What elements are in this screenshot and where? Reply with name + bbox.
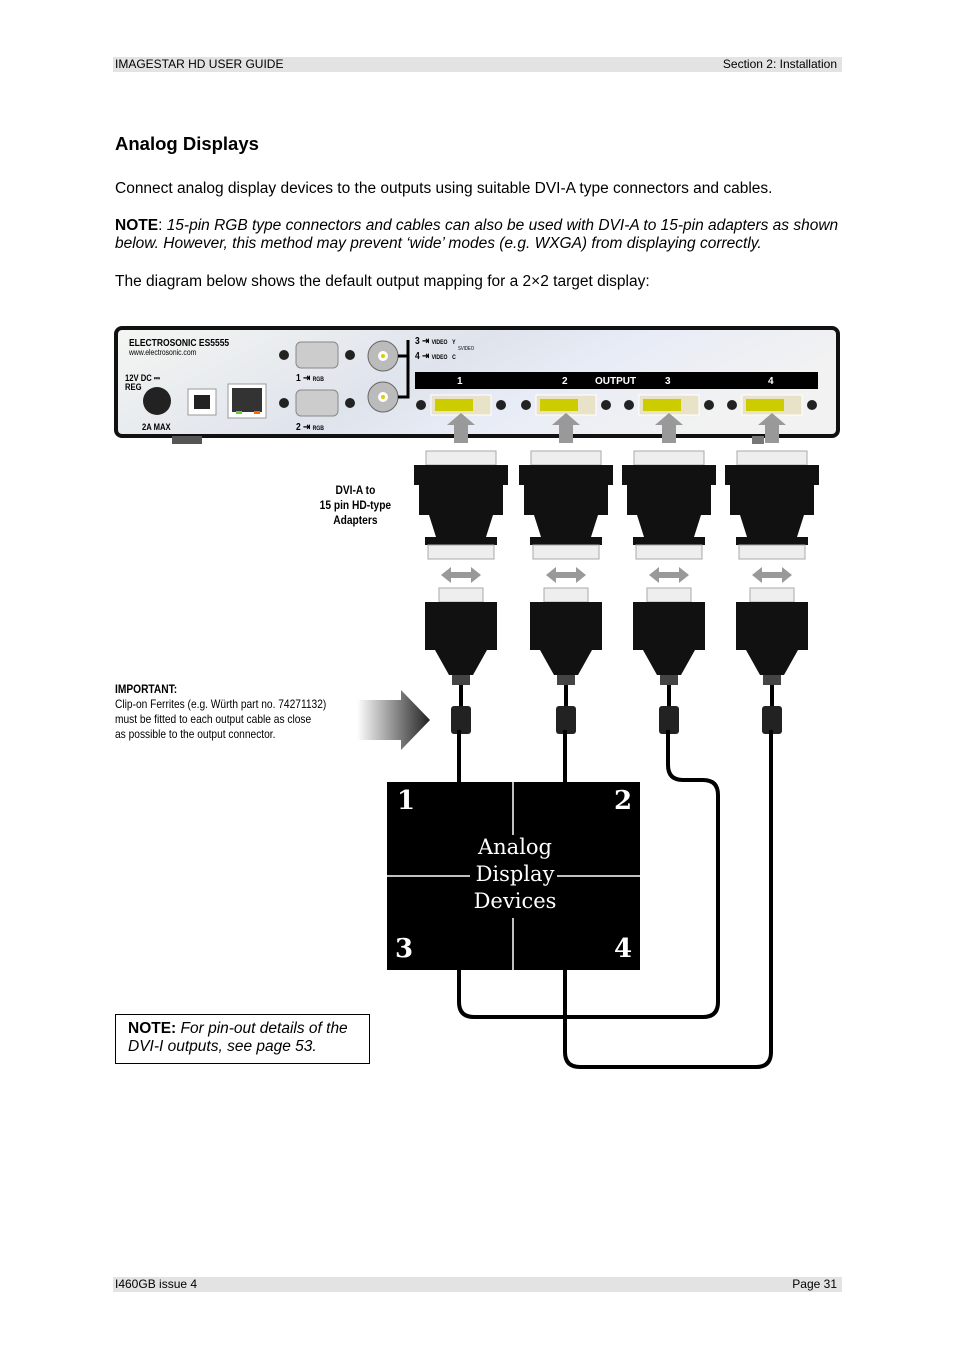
- output-number-2: 2: [562, 376, 568, 387]
- pinout-note-box: NOTE: For pin-out details of the DVI-I o…: [115, 1014, 370, 1064]
- up-arrow-icon: [758, 413, 786, 443]
- vga-cable-plug: [736, 602, 808, 675]
- page-footer: I460GB issue 4 Page 31: [113, 1277, 842, 1292]
- vga-cable-plug: [633, 602, 705, 675]
- brand-url: www.electrosonic.com: [129, 348, 197, 357]
- video4-label: 4 ⇥ VIDEO C: [415, 351, 456, 362]
- important-note: IMPORTANT: Clip-on Ferrites (e.g. Würth …: [115, 682, 327, 741]
- dvi-adapter: [622, 465, 716, 545]
- reg-label: REG: [125, 382, 142, 392]
- brand-logo: ELECTROSONIC ES5555: [129, 338, 230, 349]
- cables: [457, 730, 773, 1069]
- vga-cable-plug: [425, 602, 497, 675]
- output-title: OUTPUT: [595, 376, 637, 387]
- svideo-label: SVIDEO: [458, 346, 475, 352]
- dvi-adapter: [725, 465, 819, 545]
- up-arrow-icon: [447, 413, 475, 443]
- output-number-3: 3: [665, 376, 671, 387]
- display-wall: [387, 782, 640, 970]
- note-text: 15-pin RGB type connectors and cables ca…: [115, 217, 839, 252]
- ferrite-clip: [659, 706, 679, 734]
- power-socket: [143, 387, 171, 415]
- rgb-port-2: [295, 389, 339, 417]
- section-title: Analog Displays: [115, 133, 259, 154]
- usb-port: [194, 395, 210, 409]
- ethernet-port: [232, 388, 262, 412]
- double-arrow-icon: [546, 567, 586, 583]
- diagram-intro: The diagram below shows the default outp…: [115, 273, 650, 290]
- page-header: IMAGESTAR HD USER GUIDE Section 2: Insta…: [113, 57, 842, 72]
- up-arrow-icon: [655, 413, 683, 443]
- quadrant-2-label: 2: [614, 786, 633, 816]
- rgb-port-1: [295, 341, 339, 369]
- ferrite-clip: [451, 706, 471, 734]
- ferrite-clip: [762, 706, 782, 734]
- max-label: 2A MAX: [142, 422, 171, 432]
- output-number-4: 4: [768, 376, 774, 387]
- footer-left: I460GB issue 4: [115, 1277, 198, 1291]
- output-number-1: 1: [457, 376, 463, 387]
- double-arrow-icon: [441, 567, 481, 583]
- header-right: Section 2: Installation: [722, 57, 837, 71]
- footer-right: Page 31: [792, 1277, 837, 1291]
- rgb2-label: 2 ⇥ RGB: [296, 422, 324, 433]
- note-paragraph: NOTE: 15-pin RGB type connectors and cab…: [115, 217, 839, 252]
- video3-label: 3 ⇥ VIDEO Y: [415, 336, 456, 347]
- quadrant-4-label: 4: [614, 934, 633, 964]
- header-left: IMAGESTAR HD USER GUIDE: [115, 57, 284, 71]
- note-label: NOTE: [115, 217, 159, 234]
- output-label-bar: [415, 372, 818, 389]
- rgb1-label: 1 ⇥ RGB: [296, 373, 324, 384]
- ferrite-clip: [556, 706, 576, 734]
- vga-cable-plug: [530, 602, 602, 675]
- quadrant-3-label: 3: [395, 934, 414, 964]
- dvi-adapter: [519, 465, 613, 545]
- intro-paragraph: Connect analog display devices to the ou…: [115, 180, 773, 197]
- ferrite-arrow: [357, 690, 430, 750]
- double-arrow-icon: [752, 567, 792, 583]
- quadrant-1-label: 1: [397, 786, 416, 816]
- dvi-adapter: [414, 465, 508, 545]
- double-arrow-icon: [649, 567, 689, 583]
- power-label: 12V DC ⎓: [125, 373, 161, 383]
- up-arrow-icon: [552, 413, 580, 443]
